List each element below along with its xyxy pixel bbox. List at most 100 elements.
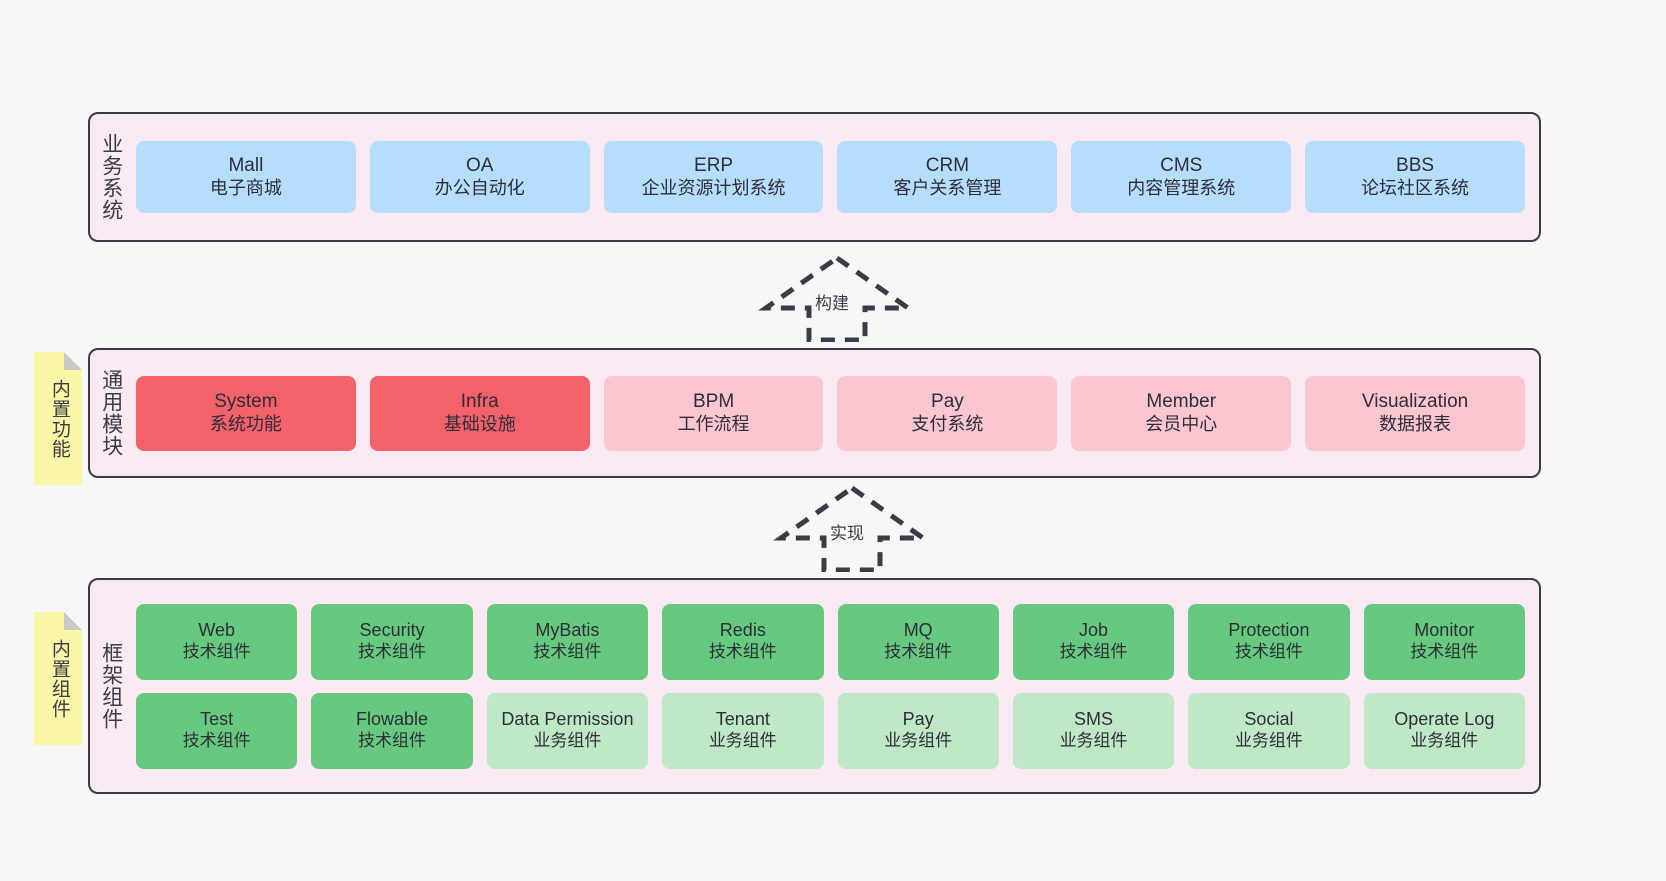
card-title-en: Data Permission [501,709,634,730]
card-data-permission[interactable]: Data Permission 业务组件 [486,692,649,769]
arrow-implement: 实现 [767,482,937,573]
card-title-en: CMS [1160,155,1203,177]
card-row: Test 技术组件 Flowable 技术组件 Data Permission … [136,692,1525,769]
card-cms[interactable]: CMS 内容管理系统 [1071,141,1292,213]
card-security[interactable]: Security 技术组件 [311,603,473,680]
card-title-en: Visualization [1361,391,1469,413]
card-title-en: Web [198,620,236,641]
card-row: System 系统功能 Infra 基础设施 BPM 工作流程 Pay 支付系统… [136,375,1525,451]
card-bbs[interactable]: BBS 论坛社区系统 [1305,141,1525,213]
card-tenant[interactable]: Tenant 业务组件 [662,692,824,769]
card-infra[interactable]: Infra 基础设施 [369,375,590,451]
card-title-cn: 技术组件 [358,642,427,662]
card-mall[interactable]: Mall 电子商城 [136,141,356,213]
card-title-cn: 技术组件 [1410,642,1479,662]
card-title-cn: 技术组件 [708,642,777,662]
card-title-en: Redis [719,620,766,641]
card-test[interactable]: Test 技术组件 [136,692,298,769]
card-title-cn: 业务组件 [708,731,777,751]
card-title-cn: 数据报表 [1379,413,1452,434]
card-title-cn: 技术组件 [1059,642,1128,662]
card-title-en: Pay [931,391,964,413]
card-title-cn: 支付系统 [911,413,984,434]
card-title-en: Operate Log [1394,709,1495,730]
layer-title-general-modules: 通用模块 [99,369,123,457]
card-title-en: OA [466,155,494,177]
card-title-en: System [214,391,278,413]
card-title-en: SMS [1074,709,1114,730]
note-builtin-components: 内置组件 [34,612,82,745]
card-operate-log[interactable]: Operate Log 业务组件 [1363,692,1525,769]
layer-body-general-modules: System 系统功能 Infra 基础设施 BPM 工作流程 Pay 支付系统… [132,350,1539,476]
card-title-en: MQ [903,620,933,641]
card-title-cn: 技术组件 [884,642,953,662]
card-bpm[interactable]: BPM 工作流程 [603,375,824,451]
card-title-en: BBS [1396,155,1435,177]
layer-title-framework-components: 框架组件 [99,642,123,730]
card-mybatis[interactable]: MyBatis 技术组件 [486,603,649,680]
arrow-implement-label: 实现 [830,524,864,543]
card-title-en: Infra [460,391,499,413]
card-web[interactable]: Web 技术组件 [136,603,298,680]
card-title-cn: 工作流程 [677,413,750,434]
card-title-en: Social [1244,709,1294,730]
card-title-cn: 会员中心 [1145,413,1218,434]
card-title-en: Job [1079,620,1109,641]
note-fold-icon [64,612,82,630]
card-pay-business[interactable]: Pay 业务组件 [837,692,999,769]
card-title-cn: 技术组件 [1234,642,1303,662]
card-title-cn: 业务组件 [1234,731,1303,751]
card-redis[interactable]: Redis 技术组件 [662,603,824,680]
note-builtin-features: 内置功能 [34,352,82,485]
card-title-en: Monitor [1414,620,1475,641]
card-title-cn: 技术组件 [533,642,602,662]
card-social[interactable]: Social 业务组件 [1188,692,1350,769]
card-member[interactable]: Member 会员中心 [1071,375,1292,451]
card-title-en: CRM [925,155,970,177]
card-erp[interactable]: ERP 企业资源计划系统 [603,141,824,213]
layer-business-systems: 业务系统 Mall 电子商城 OA 办公自动化 ERP 企业资源计划系统 CRM… [88,112,1541,242]
card-title-cn: 客户关系管理 [893,177,1002,198]
card-title-en: Test [200,709,234,730]
card-title-cn: 企业资源计划系统 [641,177,786,198]
card-title-en: Mall [228,155,264,177]
card-flowable[interactable]: Flowable 技术组件 [311,692,473,769]
card-monitor[interactable]: Monitor 技术组件 [1363,603,1525,680]
card-title-en: ERP [694,155,734,177]
card-title-cn: 业务组件 [1410,731,1479,751]
layer-general-modules: 通用模块 System 系统功能 Infra 基础设施 BPM 工作流程 Pay… [88,348,1541,478]
card-job[interactable]: Job 技术组件 [1012,603,1175,680]
layer-framework-components: 框架组件 Web 技术组件 Security 技术组件 MyBatis 技术组件… [88,578,1541,794]
card-title-cn: 电子商城 [209,177,282,198]
card-sms[interactable]: SMS 业务组件 [1012,692,1175,769]
card-title-en: BPM [692,391,735,413]
card-title-en: Protection [1228,620,1310,641]
card-title-cn: 办公自动化 [434,177,525,198]
card-title-cn: 内容管理系统 [1127,177,1236,198]
card-title-cn: 技术组件 [182,642,251,662]
card-mq[interactable]: MQ 技术组件 [837,603,999,680]
layer-body-framework-components: Web 技术组件 Security 技术组件 MyBatis 技术组件 Redi… [132,580,1539,792]
arrow-build-label: 构建 [815,294,849,313]
card-title-cn: 业务组件 [533,731,602,751]
card-title-cn: 技术组件 [182,731,251,751]
card-title-en: Tenant [715,709,770,730]
note-fold-icon [64,352,82,370]
card-pay[interactable]: Pay 支付系统 [837,375,1058,451]
card-crm[interactable]: CRM 客户关系管理 [837,141,1058,213]
note-builtin-components-label: 内置组件 [48,638,70,719]
card-oa[interactable]: OA 办公自动化 [369,141,590,213]
card-title-cn: 论坛社区系统 [1361,177,1470,198]
card-title-cn: 技术组件 [358,731,427,751]
card-visualization[interactable]: Visualization 数据报表 [1305,375,1525,451]
card-title-en: Pay [902,709,934,730]
note-builtin-features-label: 内置功能 [48,378,70,459]
layer-body-business-systems: Mall 电子商城 OA 办公自动化 ERP 企业资源计划系统 CRM 客户关系… [132,114,1539,240]
card-title-en: MyBatis [535,620,600,641]
arrow-build: 构建 [752,252,922,343]
layer-title-business-systems: 业务系统 [99,133,123,221]
card-system[interactable]: System 系统功能 [136,375,356,451]
card-protection[interactable]: Protection 技术组件 [1188,603,1350,680]
card-title-en: Flowable [356,709,429,730]
